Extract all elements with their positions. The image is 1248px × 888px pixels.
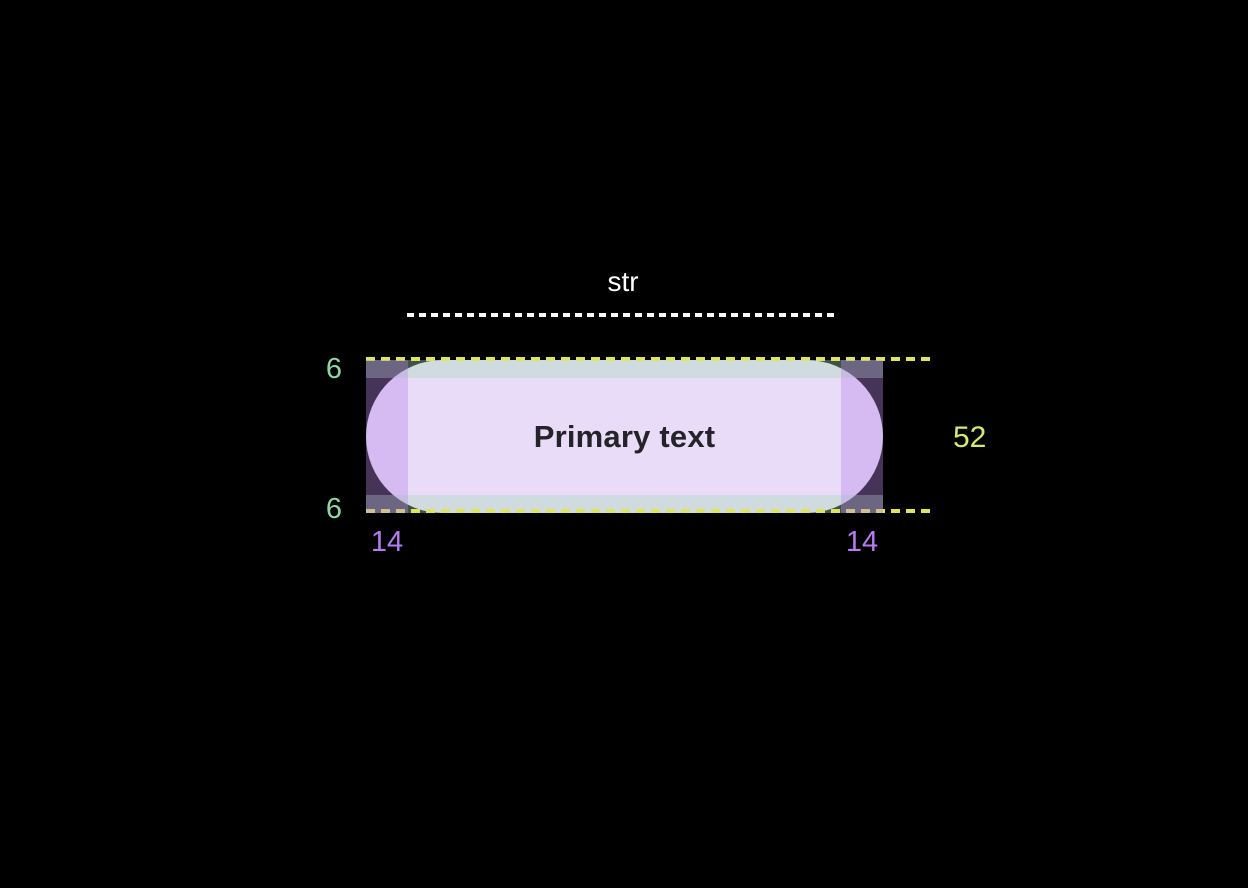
padding-left-value: 14 [370, 526, 404, 558]
padding-left-overlay [366, 360, 408, 513]
padding-top-value: 6 [325, 353, 342, 385]
primary-button-label: Primary text [533, 418, 716, 454]
string-width-label: str [607, 266, 639, 297]
height-guide-top-line [366, 357, 930, 361]
padding-right-value: 14 [845, 526, 879, 558]
padding-bottom-value: 6 [325, 493, 342, 525]
primary-button[interactable]: Primary text [366, 360, 883, 513]
padding-top-overlay [366, 360, 883, 378]
height-value: 52 [953, 421, 987, 454]
padding-right-overlay [841, 360, 883, 513]
string-width-guide-line [407, 313, 839, 317]
padding-bottom-overlay [366, 495, 883, 513]
height-guide-bottom-line [366, 509, 930, 513]
